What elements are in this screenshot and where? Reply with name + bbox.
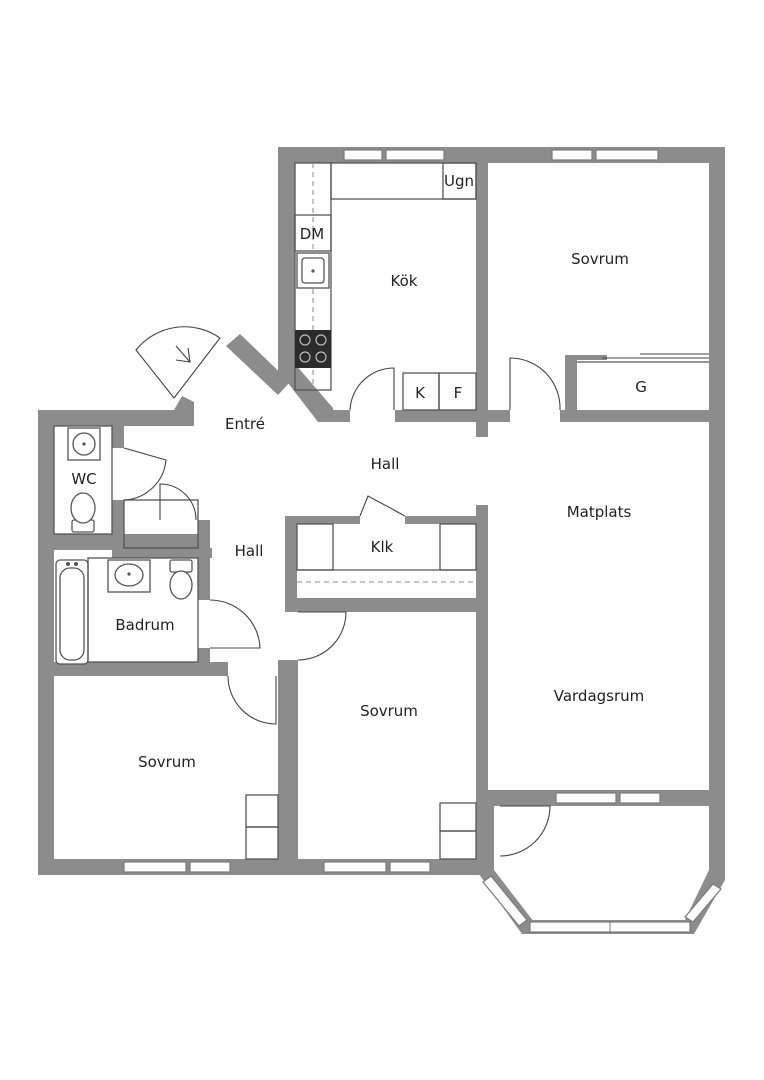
wc-sink-icon [67, 427, 101, 461]
kitchen-fixtures [294, 162, 477, 411]
sink-icon [296, 252, 330, 289]
label-entre: Entré [225, 415, 265, 433]
label-f: F [454, 384, 463, 402]
room-labels: Ugn DM Kök Sovrum K F G Entré Hall WC Ma… [71, 172, 646, 771]
label-g: G [635, 378, 647, 396]
label-hall-upper: Hall [371, 455, 400, 473]
label-vardagsrum: Vardagsrum [554, 687, 645, 705]
closet-g-fixtures [577, 353, 709, 363]
label-ugn: Ugn [444, 172, 474, 190]
label-sovrum-sw: Sovrum [138, 753, 196, 771]
label-dm: DM [300, 225, 325, 243]
label-badrum: Badrum [115, 616, 174, 634]
front-door-swing [135, 326, 221, 399]
stove-icon [295, 330, 331, 368]
label-wc: WC [71, 470, 96, 488]
label-hall-lower: Hall [235, 542, 264, 560]
bath-sink-icon [107, 559, 151, 593]
wardrobes [245, 794, 477, 860]
label-sovrum-ne: Sovrum [571, 250, 629, 268]
bathtub-icon [55, 559, 89, 665]
doors [123, 326, 561, 857]
entrance-arrow-icon [175, 345, 191, 363]
label-sovrum-center: Sovrum [360, 702, 418, 720]
klk-fixtures [296, 523, 477, 583]
label-matplats: Matplats [567, 503, 632, 521]
bathroom-fixtures [53, 425, 199, 665]
bath-toilet-icon [169, 559, 193, 600]
label-klk: Klk [371, 538, 394, 556]
label-kok: Kök [391, 272, 418, 290]
toilet-icon [70, 492, 96, 533]
label-k: K [415, 384, 426, 402]
windows [123, 149, 722, 933]
